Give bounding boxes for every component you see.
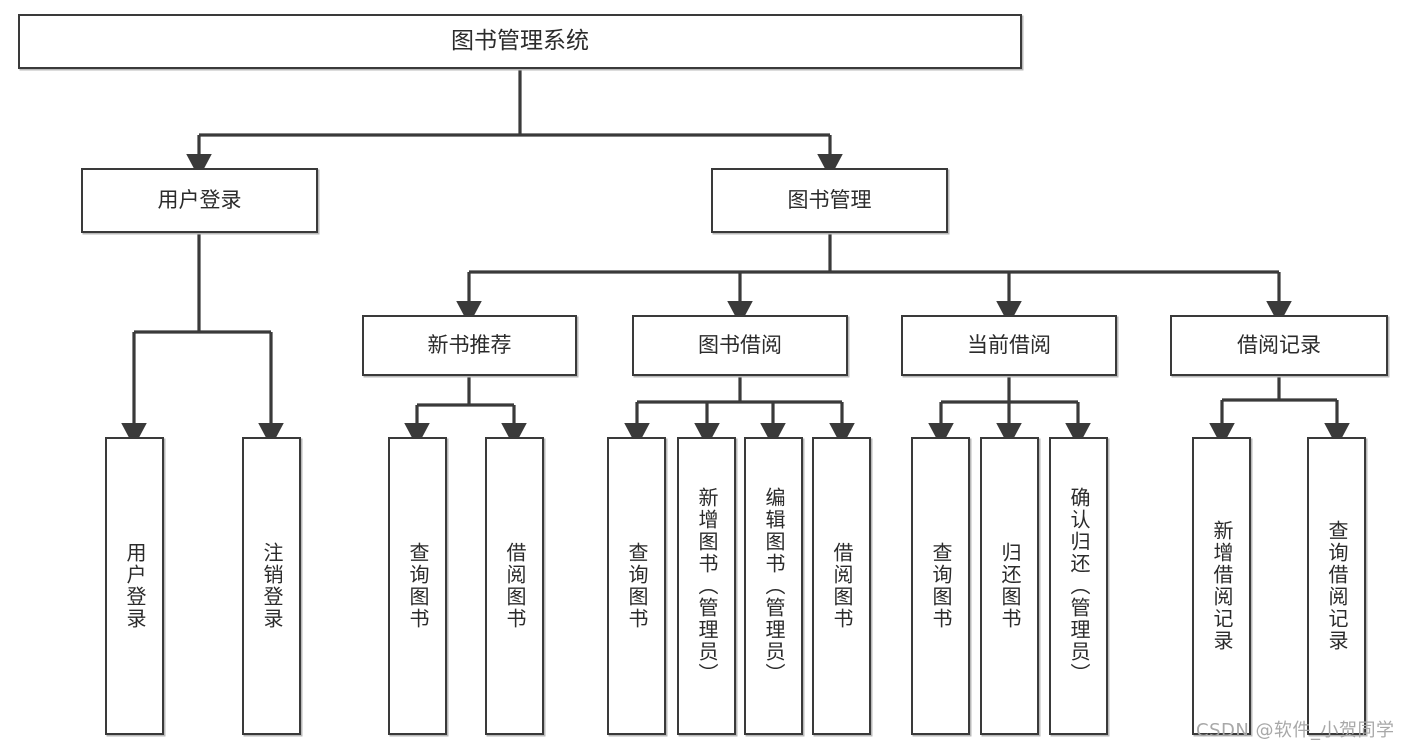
node-leaf-query-record[interactable]: 查询借阅记录 — [1307, 437, 1366, 735]
node-current-borrow[interactable]: 当前借阅 — [901, 315, 1117, 376]
node-book-borrow-label: 图书借阅 — [698, 332, 782, 357]
node-new-book-recommend-label: 新书推荐 — [427, 332, 512, 357]
node-leaf-confirm-return[interactable]: 确认归还（管理员） — [1049, 437, 1108, 735]
node-root-system-label: 图书管理系统 — [451, 27, 589, 54]
node-new-book-recommend[interactable]: 新书推荐 — [362, 315, 577, 376]
node-user-login[interactable]: 用户登录 — [81, 168, 318, 233]
node-leaf-return-book[interactable]: 归还图书 — [980, 437, 1039, 735]
node-leaf-confirm-return-label: 确认归还（管理员） — [1067, 487, 1091, 685]
node-leaf-borrow-book-2[interactable]: 借阅图书 — [812, 437, 871, 735]
node-leaf-logout[interactable]: 注销登录 — [242, 437, 301, 735]
node-leaf-add-book[interactable]: 新增图书（管理员） — [677, 437, 736, 735]
node-leaf-query-book-2-label: 查询图书 — [625, 542, 649, 630]
node-borrow-record[interactable]: 借阅记录 — [1170, 315, 1388, 376]
node-current-borrow-label: 当前借阅 — [967, 332, 1051, 357]
node-leaf-query-book-1-label: 查询图书 — [406, 542, 430, 630]
node-leaf-borrow-book-1-label: 借阅图书 — [503, 542, 527, 630]
node-leaf-add-book-label: 新增图书（管理员） — [695, 487, 719, 685]
node-leaf-logout-label: 注销登录 — [260, 542, 284, 630]
node-leaf-user-login-label: 用户登录 — [123, 542, 147, 630]
node-book-manage-label: 图书管理 — [787, 187, 872, 212]
node-root-system[interactable]: 图书管理系统 — [18, 14, 1022, 69]
node-leaf-query-book-3[interactable]: 查询图书 — [911, 437, 970, 735]
node-leaf-user-login[interactable]: 用户登录 — [105, 437, 164, 735]
node-book-manage[interactable]: 图书管理 — [711, 168, 948, 233]
node-leaf-edit-book[interactable]: 编辑图书（管理员） — [744, 437, 803, 735]
node-leaf-add-record[interactable]: 新增借阅记录 — [1192, 437, 1251, 735]
node-book-borrow[interactable]: 图书借阅 — [632, 315, 848, 376]
node-leaf-borrow-book-1[interactable]: 借阅图书 — [485, 437, 544, 735]
node-leaf-add-record-label: 新增借阅记录 — [1210, 520, 1234, 652]
node-leaf-query-book-1[interactable]: 查询图书 — [388, 437, 447, 735]
node-leaf-query-book-2[interactable]: 查询图书 — [607, 437, 666, 735]
node-leaf-borrow-book-2-label: 借阅图书 — [830, 542, 854, 630]
csdn-watermark: CSDN @软件_小贺同学 — [1196, 720, 1395, 741]
node-leaf-edit-book-label: 编辑图书（管理员） — [762, 487, 786, 685]
node-leaf-query-record-label: 查询借阅记录 — [1325, 520, 1349, 652]
node-leaf-query-book-3-label: 查询图书 — [929, 542, 953, 630]
node-borrow-record-label: 借阅记录 — [1237, 332, 1321, 357]
node-leaf-return-book-label: 归还图书 — [998, 542, 1022, 630]
node-user-login-label: 用户登录 — [157, 187, 242, 212]
